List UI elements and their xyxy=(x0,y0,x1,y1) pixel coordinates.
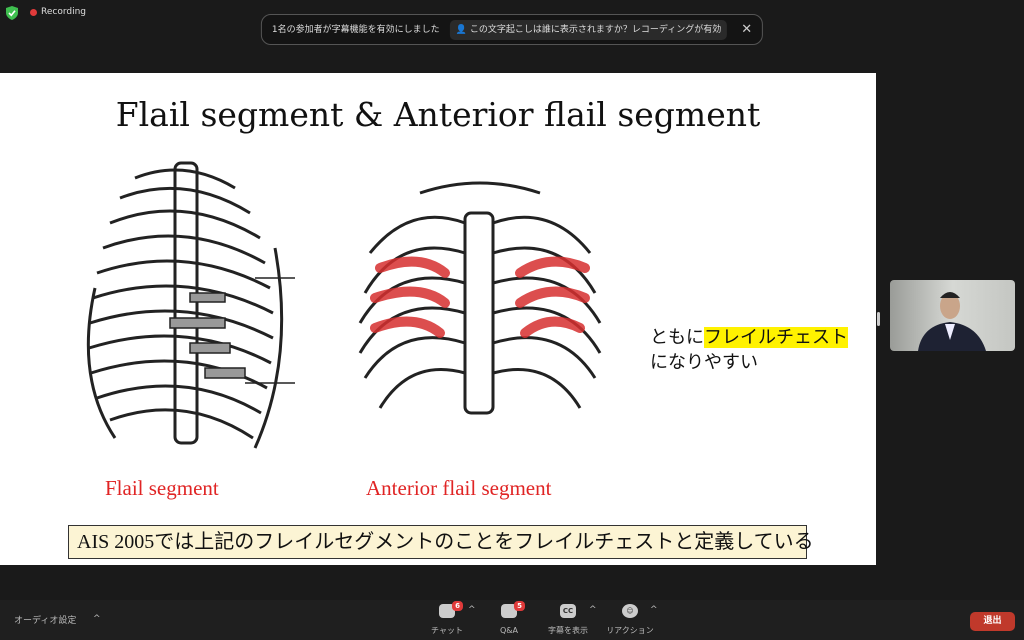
participant-video-tile[interactable] xyxy=(890,280,1015,351)
transcript-visibility-link[interactable]: 👤この文字起こしは誰に表示されますか？レコーディングが有効 xyxy=(449,19,728,40)
close-icon[interactable]: ✕ xyxy=(741,21,753,37)
panel-resize-handle[interactable] xyxy=(877,312,880,326)
captions-chevron-icon[interactable]: ^ xyxy=(589,605,597,615)
captions-button[interactable]: CC 字幕を表示 xyxy=(540,604,596,636)
anterior-flail-illustration xyxy=(358,181,602,415)
cc-icon: CC xyxy=(560,604,576,618)
chat-button[interactable]: 6 チャット xyxy=(419,601,475,636)
reactions-chevron-icon[interactable]: ^ xyxy=(650,605,658,615)
note-line2: になりやすい xyxy=(650,352,758,373)
note-highlight: フレイルチェスト xyxy=(704,327,848,348)
chat-chevron-icon[interactable]: ^ xyxy=(468,605,476,615)
security-shield-icon[interactable] xyxy=(6,6,18,20)
slide-title: Flail segment & Anterior flail segment xyxy=(115,95,761,134)
captions-label: 字幕を表示 xyxy=(548,626,588,635)
reactions-label: リアクション xyxy=(606,626,654,635)
person-icon: 👤 xyxy=(455,24,467,35)
reactions-button[interactable]: ☺ リアクション xyxy=(602,604,658,636)
audio-settings-button[interactable]: オーディオ設定 xyxy=(14,616,77,626)
chat-label: チャット xyxy=(431,626,463,635)
caption-notification: 1名の参加者が字幕機能を有効にしました 👤この文字起こしは誰に表示されますか？レ… xyxy=(260,14,764,45)
leave-button[interactable]: 退出 xyxy=(970,612,1015,631)
caption-anterior-flail-segment: Anterior flail segment xyxy=(366,476,552,500)
qa-label: Q&A xyxy=(499,626,518,635)
note-prefix: ともに xyxy=(650,327,704,348)
chip-label: この文字起こしは誰に表示されますか？レコーディングが有効 xyxy=(469,24,722,35)
qa-badge: 5 xyxy=(514,601,525,611)
chat-badge: 6 xyxy=(452,601,463,611)
chevron-up-icon[interactable]: ^ xyxy=(93,614,101,624)
recording-dot-icon xyxy=(30,8,37,16)
smiley-icon: ☺ xyxy=(622,604,638,618)
qa-icon: 5 xyxy=(501,601,525,618)
notification-message: 1名の参加者が字幕機能を有効にしました xyxy=(271,24,440,35)
recording-indicator[interactable]: Recording xyxy=(30,6,86,18)
ais-definition-box: AIS 2005では上記のフレイルセグメントのことをフレイルチェストと定義してい… xyxy=(68,525,814,559)
slide-note: ともにフレイルチェストになりやすい xyxy=(650,325,848,375)
caption-flail-segment: Flail segment xyxy=(105,476,219,500)
flail-segment-illustration xyxy=(86,161,295,449)
chat-icon: 6 xyxy=(439,601,463,618)
participant-avatar-image xyxy=(918,292,986,351)
recording-label: Recording xyxy=(41,7,87,17)
shared-slide: Flail segment & Anterior flail segment F… xyxy=(0,73,876,565)
